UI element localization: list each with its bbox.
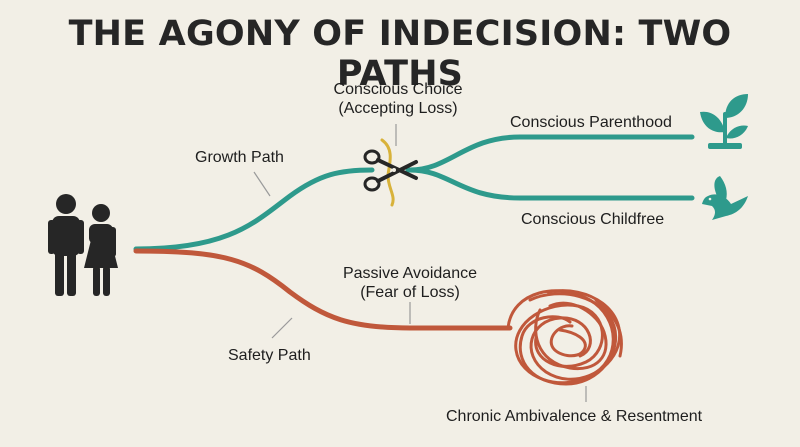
page-title: THE AGONY OF INDECISION: TWO PATHS [68,14,732,94]
parenthood-branch-line [407,134,695,173]
childfree-branch-line [407,167,695,201]
safety-path-line [133,248,513,331]
tangle-icon [506,289,623,386]
conscious-choice-label: Conscious Choice (Accepting Loss) [318,80,478,118]
conscious-parenthood-label: Conscious Parenthood [510,114,672,131]
passive-avoidance-subtitle: (Fear of Loss) [360,284,460,301]
couple-icon [48,194,118,296]
sprout-icon [700,94,748,149]
safety-path-leader [271,317,293,339]
growth-path-label: Growth Path [195,149,284,166]
growth-path-leader [253,171,271,197]
passive-avoidance-label: Passive Avoidance (Fear of Loss) [325,264,495,302]
growth-path-line [133,167,375,252]
conscious-choice-title: Conscious Choice [333,81,463,98]
safety-path-label: Safety Path [228,347,311,364]
conscious-childfree-label: Conscious Childfree [521,211,665,228]
dove-icon [702,176,748,220]
passive-avoidance-title: Passive Avoidance [342,265,477,282]
chronic-ambivalence-label: Chronic Ambivalence & Resentment [446,408,703,425]
scissors-icon [363,138,418,207]
conscious-choice-subtitle: (Accepting Loss) [338,100,458,117]
